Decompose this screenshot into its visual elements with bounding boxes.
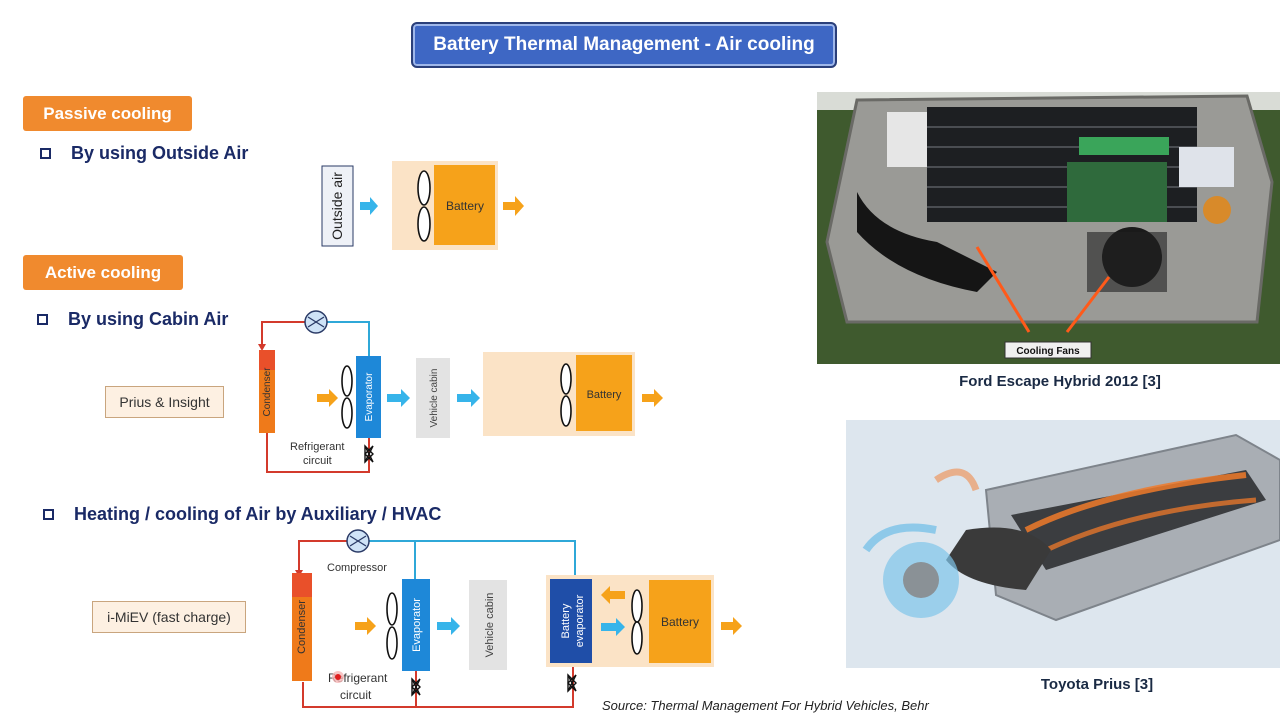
vehicle-cabin-label: Vehicle cabin: [484, 593, 496, 658]
fan-icon: [631, 589, 643, 623]
fan-icon: [386, 592, 398, 626]
battery-evaporator-box: [550, 579, 592, 663]
source-citation: Source: Thermal Management For Hybrid Ve…: [602, 698, 929, 713]
bullet-cabin-air: By using Cabin Air: [37, 307, 228, 331]
cooling-fans-callout-label: Cooling Fans: [1016, 346, 1080, 357]
battery-evaporator-label: Battery: [560, 603, 572, 638]
evaporator-box: [402, 579, 430, 671]
bullet-outside-air-label: By using Outside Air: [71, 142, 249, 163]
ford-escape-caption: Ford Escape Hybrid 2012 [3]: [959, 373, 1161, 390]
passive-cooling-diagram: Outside air Battery: [321, 161, 524, 250]
circuit-label: circuit: [340, 688, 372, 702]
airflow-arrow-icon: [601, 618, 625, 636]
checkbox-icon: [40, 147, 51, 159]
outside-air-box: [321, 165, 354, 247]
vehicle-cabin-box: [469, 580, 507, 670]
battery-box: [576, 355, 632, 431]
exhaust-arrow-icon: [642, 389, 663, 407]
battery-box: [649, 580, 711, 663]
toyota-prius-battery-photo: [846, 420, 1280, 668]
evaporator-label: Evaporator: [364, 372, 375, 422]
refrigerant-label: Refrigerant: [290, 441, 344, 453]
airflow-arrow-icon: [387, 389, 410, 407]
checkbox-icon: [37, 313, 48, 325]
battery-label: Battery: [587, 389, 622, 401]
fan-icon: [417, 170, 431, 206]
condenser-label: Condenser: [296, 600, 308, 654]
outside-air-label: Outside air: [329, 172, 345, 240]
airflow-arrow-icon: [360, 197, 378, 215]
airflow-arrow-icon: [457, 389, 480, 407]
expansion-valve-icon: [364, 444, 374, 464]
condenser-box: [259, 350, 275, 433]
airflow-arrow-icon: [317, 389, 338, 407]
airflow-overlay: [1024, 472, 1247, 533]
fan-icon: [341, 365, 353, 397]
compressor-label: Compressor: [327, 562, 387, 574]
exhaust-arrow-icon: [503, 196, 524, 216]
cabin-air-cooling-diagram: Condenser Evaporator Refrigerant circuit…: [258, 310, 663, 473]
vehicle-cabin-box: [416, 358, 450, 438]
return-air-arrow-icon: [601, 586, 625, 604]
imiev-label: i-MiEV (fast charge): [92, 601, 246, 633]
hvac-cooling-diagram: Compressor Condenser Evaporator Refriger…: [292, 529, 742, 708]
battery-label: Battery: [661, 615, 699, 629]
condenser-box: [292, 573, 312, 681]
expansion-valve-icon: [411, 677, 421, 697]
toyota-prius-caption: Toyota Prius [3]: [1040, 676, 1154, 693]
vehicle-cabin-label: Vehicle cabin: [429, 369, 440, 428]
battery-evaporator-label-2: evaporator: [574, 594, 586, 647]
bullet-hvac-label: Heating / cooling of Air by Auxiliary / …: [74, 503, 442, 524]
ford-escape-battery-photo: Cooling Fans: [817, 92, 1280, 364]
cooling-fans-callout: [1004, 341, 1092, 359]
evaporator-label: Evaporator: [411, 598, 423, 652]
active-cooling-tag: Active cooling: [23, 255, 183, 290]
page-title: Battery Thermal Management - Air cooling: [411, 22, 837, 68]
passive-cooling-tag: Passive cooling: [23, 96, 192, 131]
expansion-valve-icon: [567, 673, 577, 693]
cooling-duct-left: [857, 192, 997, 292]
airflow-arrow-icon: [355, 617, 376, 635]
condenser-label: Condenser: [262, 367, 273, 417]
bullet-cabin-air-label: By using Cabin Air: [68, 308, 229, 329]
battery-box: [434, 165, 495, 245]
battery-label: Battery: [446, 199, 484, 213]
fan-icon: [560, 363, 572, 395]
evaporator-box: [356, 356, 381, 438]
airflow-arrow-icon: [437, 617, 460, 635]
bullet-hvac: Heating / cooling of Air by Auxiliary / …: [43, 502, 441, 526]
bullet-outside-air: By using Outside Air: [40, 141, 248, 165]
exhaust-arrow-icon: [721, 617, 742, 635]
circuit-label: circuit: [303, 455, 332, 467]
checkbox-icon: [43, 508, 54, 520]
prius-insight-label: Prius & Insight: [105, 386, 224, 418]
